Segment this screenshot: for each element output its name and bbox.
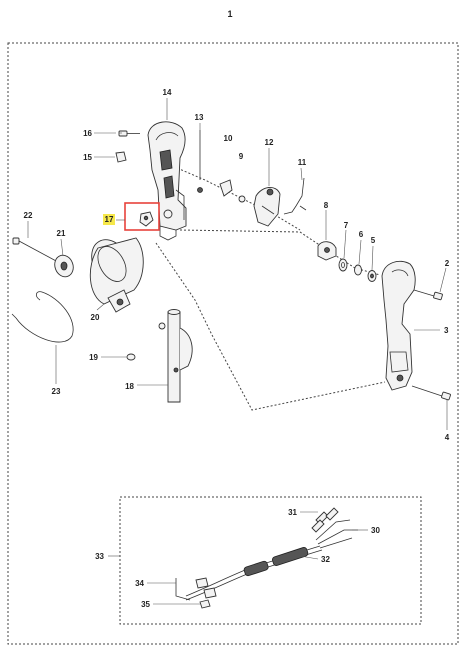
callout-14: 14 [163,88,172,97]
callout-3: 3 [444,326,449,335]
part-spring-10 [238,195,246,203]
callout-34: 34 [135,579,144,588]
callout-12: 12 [265,138,274,147]
callout-11: 11 [298,158,307,167]
callout-13: 13 [195,113,204,122]
part-spacer-6 [354,264,362,276]
callout-5: 5 [371,236,376,245]
part-wire-ring-23 [11,291,74,343]
part-wiring-harness-32 [185,507,358,601]
part-wire-spring-11 [283,177,307,215]
part-throttle-trigger-12 [253,187,281,227]
callout-4: 4 [445,433,450,442]
part-handle-housing [147,121,187,241]
callout-2: 2 [445,259,450,268]
part-screw-16 [118,130,140,137]
part-stud [158,322,166,330]
part-terminal-35 [199,599,211,609]
highlight-tag [103,214,115,225]
part-pin-19 [126,353,136,361]
callout-33: 33 [95,552,104,561]
part-long-bolt-22 [12,237,59,263]
part-nut-5 [367,270,377,282]
callout-21: 21 [57,229,66,238]
callout-23: 23 [52,387,61,396]
callout-16: 16 [83,129,92,138]
callout-7: 7 [344,221,349,230]
callout-31: 31 [288,508,297,517]
part-front-handle-3 [381,260,416,391]
part-connectors-34 [175,577,217,601]
callout-22: 22 [24,211,33,220]
callout-6: 6 [359,230,364,239]
part-17-highlighted [139,211,154,227]
callout-8: 8 [324,201,329,210]
part-lever-9 [219,179,233,197]
callout-labels: 14 16 15 13 10 9 12 11 8 7 6 5 2 3 4 17 … [24,88,450,609]
part-tube-clamp-20 [89,237,144,313]
part-bolt-4 [411,385,451,401]
part-bolt-2 [413,289,443,301]
part-clip-15 [115,151,127,163]
part-shaft-tube-18 [167,309,193,403]
callout-30: 30 [371,526,380,535]
callout-20: 20 [91,313,100,322]
leader-lines [27,98,448,605]
callout-9: 9 [239,152,244,161]
highlight-box [124,202,160,231]
part-flange-21 [54,254,74,278]
callout-32: 32 [321,555,330,564]
part-knob-8 [317,241,337,261]
outer-frame [7,42,459,645]
callout-15: 15 [83,153,92,162]
callout-10: 10 [224,134,233,143]
callout-18: 18 [125,382,134,391]
page-number: 1 [227,9,232,19]
part-washer-7 [338,258,348,272]
callout-35: 35 [141,600,150,609]
harness-frame [119,496,422,625]
part-pin-13 [197,130,203,193]
callout-19: 19 [89,353,98,362]
callout-17: 17 [105,215,114,224]
